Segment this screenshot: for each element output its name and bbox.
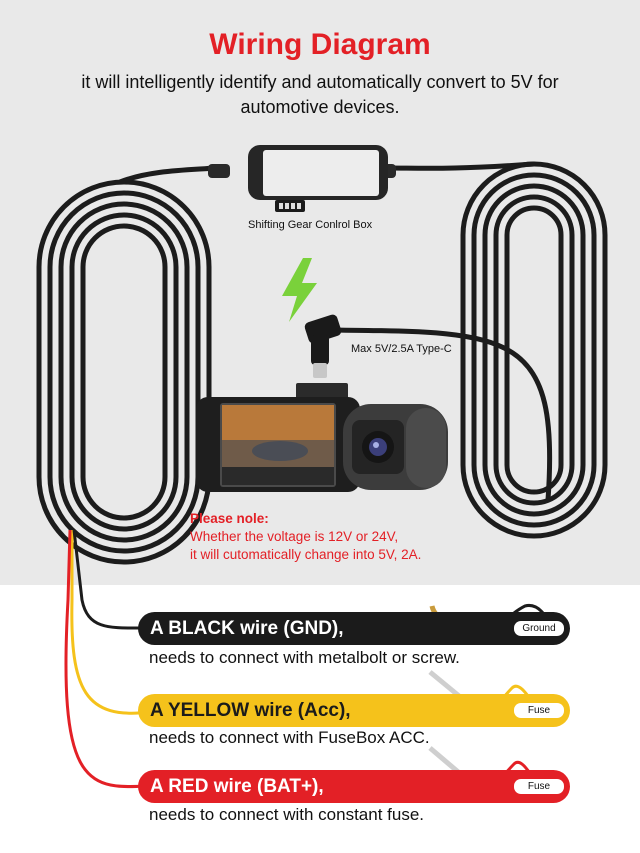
note-line: Whether the voltage is 12V or 24V,: [190, 529, 399, 544]
yellow-wire-bar: [138, 694, 570, 727]
control-box: [208, 145, 396, 212]
note-title: Please nole:: [190, 511, 269, 526]
type-c-plug: [304, 314, 342, 378]
black-wire-title: A BLACK wire (GND),: [150, 618, 344, 639]
note-line: it will cutomatically change into 5V, 2A…: [190, 547, 422, 562]
type-c-label: Max 5V/2.5A Type-C: [351, 343, 452, 355]
control-box-label: Shifting Gear Conlrol Box: [248, 219, 373, 231]
yellow-wire-description: needs to connect with FuseBox ACC.: [149, 728, 430, 747]
lightning-bolt-icon: [282, 258, 317, 322]
black-wire-bar: [138, 612, 570, 645]
page-subtitle: it will intelligently identify and autom…: [81, 72, 559, 117]
dash-camera: [196, 383, 448, 492]
ground-tag: Ground: [514, 621, 564, 636]
right-cable-coil: [460, 161, 608, 539]
yellow-wire-title: A YELLOW wire (Acc),: [150, 700, 351, 721]
fuse-tag: Fuse: [514, 703, 564, 718]
page-title: Wiring Diagram: [209, 28, 431, 61]
red-wire-description: needs to connect with constant fuse.: [149, 805, 425, 824]
fuse-tag: Fuse: [514, 779, 564, 794]
red-wire-bar: [138, 770, 570, 803]
left-cable-coil: [36, 179, 212, 565]
red-wire-title: A RED wire (BAT+),: [150, 776, 324, 797]
black-wire-description: needs to connect with metalbolt or screw…: [149, 648, 460, 667]
